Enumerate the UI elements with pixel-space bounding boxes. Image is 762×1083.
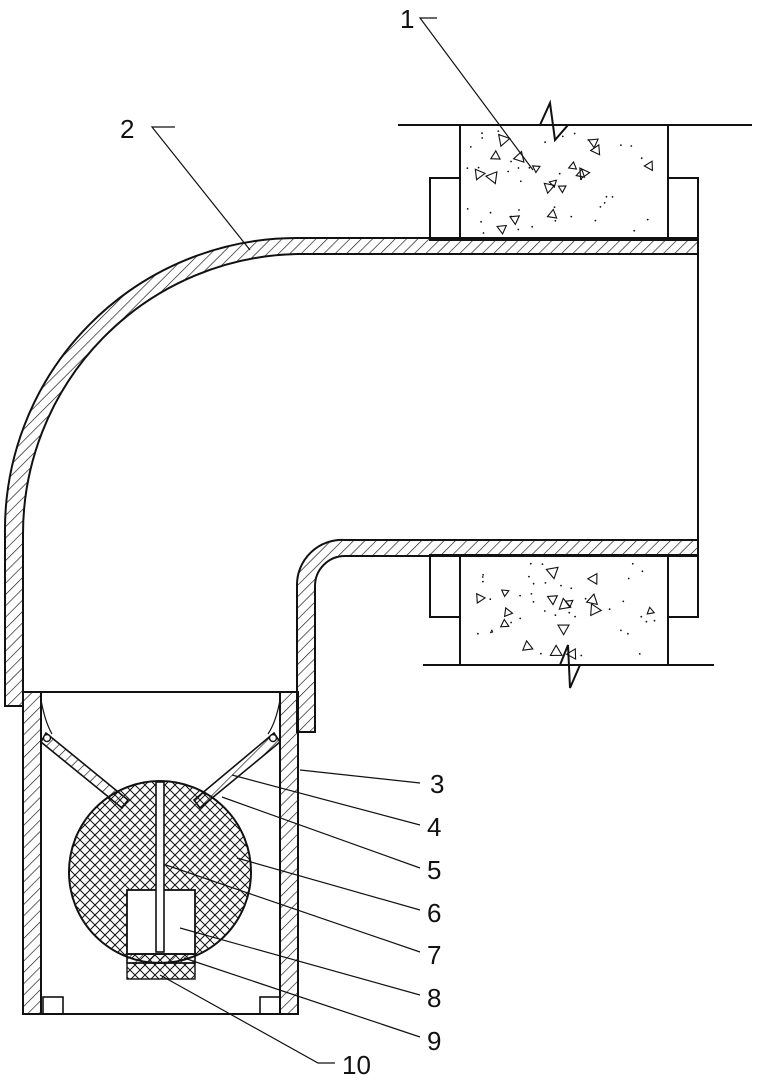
label-9: 9 — [427, 1026, 441, 1056]
concrete-aggregate-upper — [467, 130, 653, 234]
label-10: 10 — [342, 1050, 371, 1080]
counter-weight — [127, 963, 195, 979]
label-7: 7 — [427, 940, 441, 970]
label-4: 4 — [427, 812, 441, 842]
label-5: 5 — [427, 855, 441, 885]
elbow-pipe — [5, 238, 698, 732]
concrete-aggregate-lower — [477, 563, 656, 659]
label-6: 6 — [427, 898, 441, 928]
label-2: 2 — [120, 114, 134, 144]
guide-rod — [156, 782, 164, 952]
label-8: 8 — [427, 983, 441, 1013]
float-ball — [69, 781, 251, 979]
label-3: 3 — [430, 769, 444, 799]
label-1: 1 — [400, 4, 414, 34]
